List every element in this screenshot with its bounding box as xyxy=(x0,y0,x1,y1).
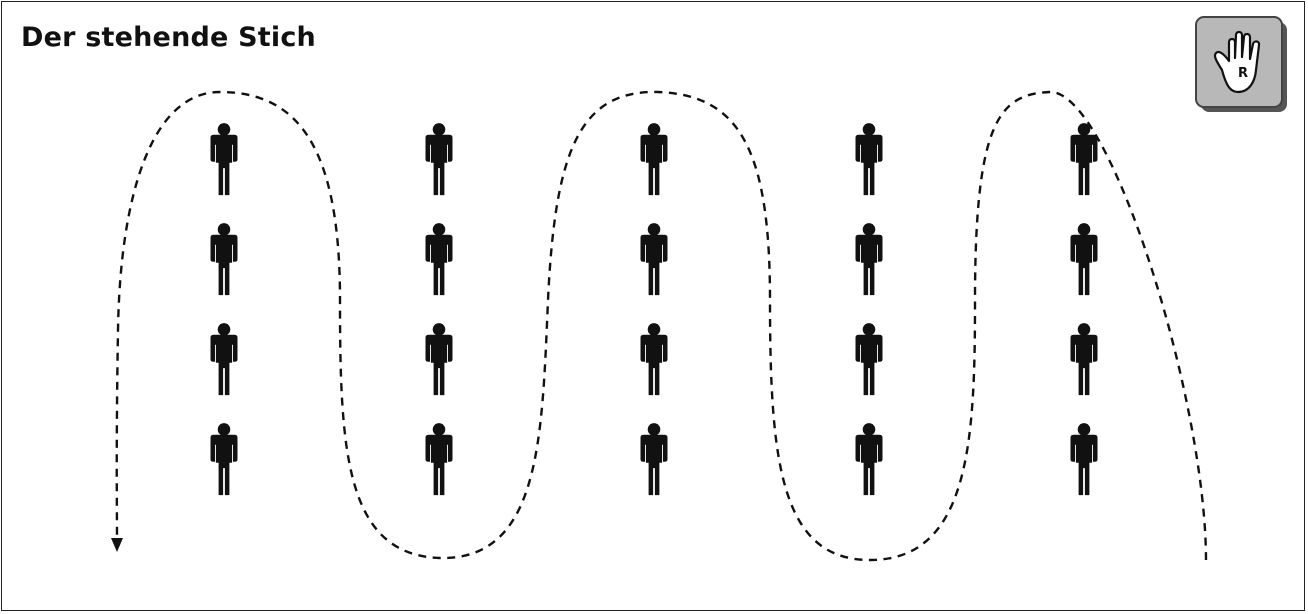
page-title: Der stehende Stich xyxy=(21,22,316,53)
serpentine-path xyxy=(110,90,1208,562)
person-icon xyxy=(425,423,453,496)
figures-grid xyxy=(210,123,1098,496)
person-icon xyxy=(210,323,238,396)
badge-letter: R xyxy=(1238,66,1248,81)
person-icon xyxy=(1070,123,1098,196)
person-icon xyxy=(425,323,453,396)
person-icon xyxy=(425,123,453,196)
person-icon xyxy=(640,423,668,496)
person-icon xyxy=(640,123,668,196)
hand-badge: R xyxy=(1195,16,1287,112)
person-icon xyxy=(210,423,238,496)
hand-icon xyxy=(1213,30,1261,94)
person-icon xyxy=(855,123,883,196)
person-icon xyxy=(425,223,453,296)
person-icon xyxy=(1070,323,1098,396)
person-icon xyxy=(210,223,238,296)
person-icon xyxy=(1070,223,1098,296)
person-icon xyxy=(1070,423,1098,496)
person-icon xyxy=(855,323,883,396)
person-icon xyxy=(210,123,238,196)
person-icon xyxy=(855,423,883,496)
person-icon xyxy=(640,323,668,396)
person-icon xyxy=(640,223,668,296)
person-icon xyxy=(855,223,883,296)
